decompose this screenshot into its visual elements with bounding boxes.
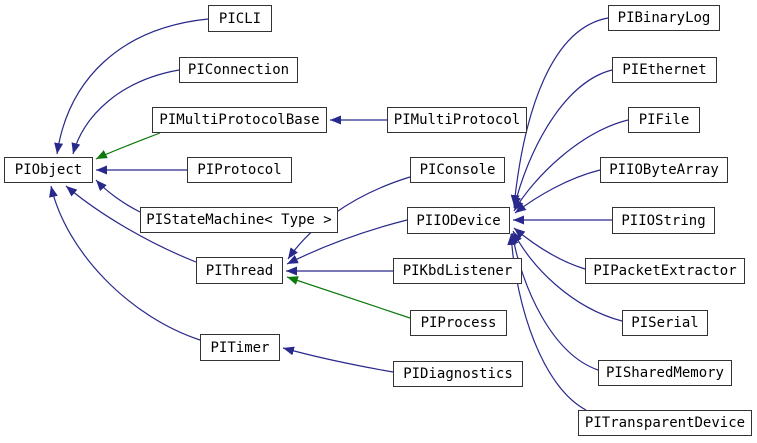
class-node-piiodevice[interactable]: PIIODevice (407, 207, 510, 234)
inheritance-edge-piethernet-piiodevice (512, 69, 613, 209)
class-node-piobject[interactable]: PIObject (4, 157, 93, 183)
class-node-piserial[interactable]: PISerial (622, 310, 708, 336)
class-node-piethernet[interactable]: PIEthernet (612, 57, 717, 83)
inheritance-edge-piiobytearray-piiodevice (514, 169, 601, 214)
class-node-piconnection[interactable]: PIConnection (179, 57, 298, 83)
inheritance-edge-piconnection-piobject (71, 69, 180, 155)
class-node-piprocess[interactable]: PIProcess (410, 310, 507, 336)
class-node-pikbdlistener[interactable]: PIKbdListener (393, 258, 522, 284)
class-node-picli[interactable]: PICLI (208, 5, 272, 32)
class-node-pifile[interactable]: PIFile (628, 107, 700, 133)
inheritance-edge-piserial-piiodevice (512, 230, 623, 322)
inheritance-edge-pitimer-piobject (49, 185, 201, 341)
class-node-pipacketextractor[interactable]: PIPacketExtractor (585, 258, 745, 284)
inheritance-edge-pifile-piiodevice (513, 119, 629, 212)
class-node-pisharedmemory[interactable]: PISharedMemory (598, 360, 732, 386)
class-node-piprotocol[interactable]: PIProtocol (187, 157, 292, 183)
inheritance-edge-picli-piobject (54, 18, 209, 155)
class-node-pibinarylog[interactable]: PIBinaryLog (608, 5, 720, 31)
inheritance-edge-pibinarylog-piiodevice (510, 17, 609, 207)
class-node-pitimer[interactable]: PITimer (200, 334, 280, 361)
inheritance-edge-pipacketextractor-piiodevice (513, 227, 586, 270)
class-node-pitransparentdevice[interactable]: PITransparentDevice (578, 410, 752, 436)
inheritance-edge-piprocess-pithread (286, 276, 411, 319)
inheritance-edge-pidiagnostics-pitimer (282, 346, 394, 373)
class-node-pithread[interactable]: PIThread (196, 257, 283, 284)
inheritance-edge-pistatemachine-piobject (95, 179, 141, 213)
inheritance-edge-pithread-piobject (65, 185, 197, 263)
class-node-pistatemachine[interactable]: PIStateMachine< Type > (140, 207, 338, 233)
class-node-pimultiprotocolbase[interactable]: PIMultiProtocolBase (152, 107, 327, 133)
inheritance-edge-pisharedmemory-piiodevice (509, 232, 599, 371)
class-node-piiostring[interactable]: PIIOString (612, 207, 715, 234)
inheritance-edge-pimultiprotocolbase-piobject (95, 132, 161, 160)
class-node-pimultiprotocol[interactable]: PIMultiProtocol (387, 107, 527, 133)
class-node-piconsole[interactable]: PIConsole (410, 157, 505, 183)
class-node-piiobytearray[interactable]: PIIOByteArray (600, 157, 728, 183)
class-node-pidiagnostics[interactable]: PIDiagnostics (393, 361, 523, 387)
inheritance-edge-piiodevice-pithread (286, 219, 408, 265)
